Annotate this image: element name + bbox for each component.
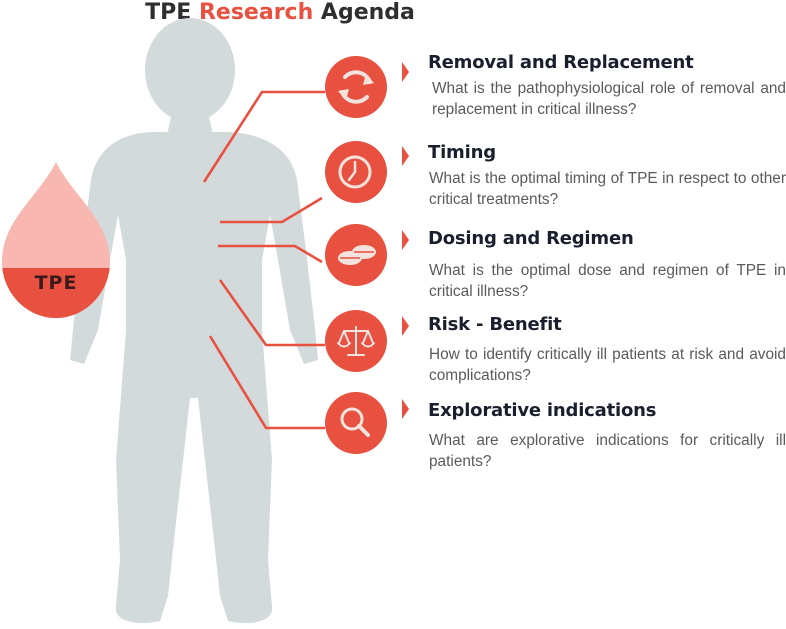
- agenda-item-description: What are explorative indications for cri…: [429, 432, 786, 470]
- icon-circle-1: [325, 56, 409, 118]
- agenda-item-description: What is the optimal dose and regimen of …: [429, 262, 786, 300]
- agenda-item-dosing-regimen: Dosing and Regimen What is the optimal d…: [428, 228, 786, 302]
- agenda-item-heading: Timing: [428, 142, 496, 163]
- icon-circle-4: [325, 310, 409, 372]
- agenda-item-description: How to identify critically ill patients …: [429, 346, 786, 384]
- clock-icon: [338, 155, 372, 189]
- agenda-item-heading: Risk - Benefit: [428, 314, 562, 335]
- page-title: TPE Research Agenda: [0, 0, 560, 26]
- title-part-3: Agenda: [320, 0, 415, 25]
- agenda-item-description: What is the pathophysiological role of r…: [432, 80, 786, 118]
- connector-lines: [202, 90, 325, 430]
- connector-line-1: [202, 90, 325, 183]
- agenda-item-heading: Explorative indications: [428, 400, 657, 421]
- scales-icon: [337, 326, 375, 356]
- human-silhouette: [70, 18, 318, 624]
- agenda-item-heading: Removal and Replacement: [428, 52, 694, 73]
- agenda-item-timing: Timing What is the optimal timing of TPE…: [428, 142, 786, 210]
- connector-line-5: [208, 335, 325, 430]
- agenda-item-heading: Dosing and Regimen: [428, 228, 634, 249]
- connector-line-3: [218, 244, 323, 264]
- icon-circle-3: [325, 224, 409, 286]
- magnifier-icon: [340, 407, 370, 437]
- connector-line-2: [220, 196, 323, 224]
- agenda-item-explorative-indications: Explorative indications What are explora…: [428, 400, 786, 472]
- connector-line-4: [218, 279, 325, 347]
- icon-circle-2: [325, 141, 409, 203]
- agenda-item-risk-benefit: Risk - Benefit How to identify criticall…: [428, 314, 786, 386]
- agenda-item-removal-replacement: Removal and Replacement What is the path…: [428, 52, 786, 120]
- agenda-item-description: What is the optimal timing of TPE in res…: [429, 170, 786, 208]
- icon-circle-5: [325, 392, 409, 454]
- tpe-drop-label: TPE: [34, 272, 78, 294]
- title-part-2: Research: [198, 0, 314, 25]
